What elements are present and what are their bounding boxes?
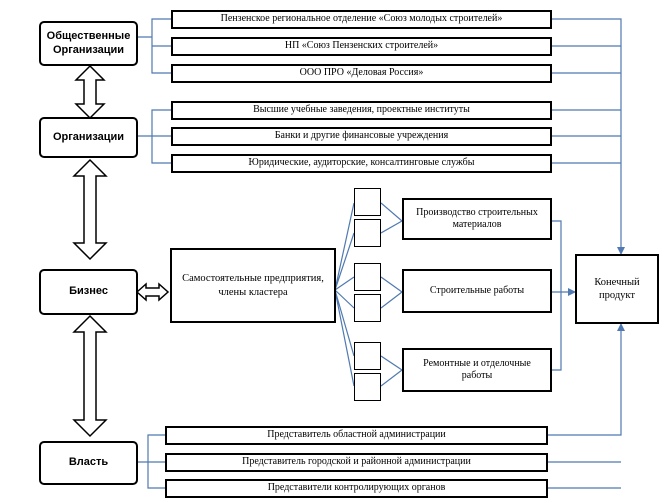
public-item-business-russia: ООО ПРО «Деловая Россия» <box>171 64 552 83</box>
category-government: Власть <box>39 441 138 485</box>
final-product-box: Конечный продукт <box>575 254 659 324</box>
renovation-square-1 <box>354 342 381 370</box>
government-bracket-line <box>137 434 165 489</box>
org-item-universities: Высшие учебные заведения, проектные инст… <box>171 101 552 120</box>
activities-join-lines <box>551 220 562 371</box>
public-to-product-line <box>551 18 625 255</box>
activity-construction: Строительные работы <box>402 269 552 313</box>
gov-item-regional-administration: Представитель областной администрации <box>165 426 548 445</box>
org-item-banks: Банки и другие финансовые учреждения <box>171 127 552 146</box>
renovation-square-2 <box>354 373 381 401</box>
renovation-link-lines <box>380 355 403 387</box>
category-organizations: Организации <box>39 117 138 158</box>
government-join-lines <box>547 461 621 489</box>
government-to-product-line <box>547 323 625 436</box>
activity-renovation: Ремонтные и отделочные работы <box>402 348 552 392</box>
public-bracket-line <box>137 18 171 74</box>
double-arrow-org-business <box>72 158 108 261</box>
construction-square-1 <box>354 263 381 291</box>
public-join-lines <box>551 45 621 74</box>
category-business: Бизнес <box>39 269 138 315</box>
production-square-1 <box>354 188 381 216</box>
double-arrow-business-enterprises <box>135 282 170 302</box>
organizations-join-lines <box>551 109 621 164</box>
double-arrow-public-org <box>74 64 106 120</box>
public-item-penza-builders-union: НП «Союз Пензенских строителей» <box>171 37 552 56</box>
enterprises-box: Самостоятельные предприятия, члены класт… <box>170 248 336 323</box>
construction-link-lines <box>380 276 403 309</box>
production-square-2 <box>354 219 381 247</box>
org-item-legal-services: Юридические, аудиторские, консалтинговые… <box>171 154 552 173</box>
enterprise-fanout-lines <box>334 202 355 387</box>
double-arrow-business-government <box>72 314 108 438</box>
gov-item-city-administration: Представитель городской и районной админ… <box>165 453 548 472</box>
public-item-youth-builders-union: Пензенское региональное отделение «Союз … <box>171 10 552 29</box>
activity-production: Производство строительных материалов <box>402 198 552 240</box>
gov-item-control-bodies: Представители контролирующих органов <box>165 479 548 498</box>
production-link-lines <box>380 202 403 234</box>
category-public-organizations: Общественные Организации <box>39 21 138 66</box>
organizations-bracket-line <box>137 109 171 164</box>
construction-square-2 <box>354 294 381 322</box>
